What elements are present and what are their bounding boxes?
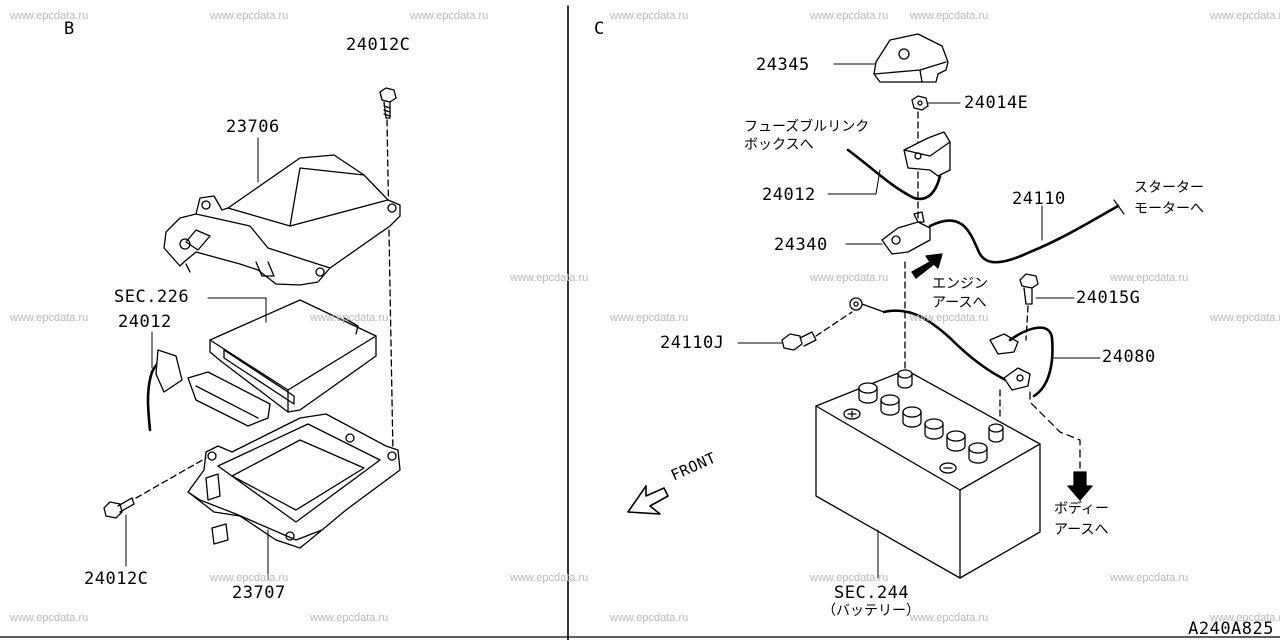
label-body-2: アースへ <box>1054 522 1109 538</box>
watermark: www.epcdata.ru <box>810 10 889 22</box>
watermark: www.epcdata.ru <box>610 312 689 324</box>
label-sec244: SEC.244 <box>834 583 910 603</box>
label-harness: 24012 <box>762 185 816 205</box>
watermark: www.epcdata.ru <box>210 10 289 22</box>
cable-24110 <box>928 204 1120 264</box>
label-terminal: 24340 <box>774 235 828 255</box>
label-body-1: ボディー <box>1054 501 1110 517</box>
bolt-axis-b2 <box>135 457 207 499</box>
watermark: www.epcdata.ru <box>510 272 589 284</box>
bolt-axis-b <box>386 119 394 456</box>
label-bracket: 23707 <box>232 583 286 603</box>
watermark: www.epcdata.ru <box>1210 10 1280 22</box>
watermark: www.epcdata.ru <box>10 612 89 624</box>
label-bolt: 24015G <box>1076 288 1141 308</box>
bolt-24015g-axis <box>1025 305 1029 341</box>
ecm-bracket-23707 <box>187 413 401 549</box>
watermark: www.epcdata.ru <box>910 612 989 624</box>
label-nut: 24014E <box>964 93 1029 113</box>
watermark: www.epcdata.ru <box>910 10 989 22</box>
watermark: www.epcdata.ru <box>1110 572 1189 584</box>
label-cable-j: 24110J <box>660 333 725 353</box>
watermark: www.epcdata.ru <box>310 612 389 624</box>
terminal-cover-24345 <box>873 33 949 83</box>
ground-cable <box>849 297 1012 384</box>
watermark: www.epcdata.ru <box>10 312 89 324</box>
watermark: www.epcdata.ru <box>910 312 989 324</box>
label-terminal-cover: 24345 <box>756 55 810 75</box>
watermark: www.epcdata.ru <box>610 10 689 22</box>
watermark: www.epcdata.ru <box>510 572 589 584</box>
ground-bolt-axis <box>815 311 853 337</box>
bolt-24015g <box>1019 273 1039 305</box>
diagram-code: A240A825 <box>1188 619 1274 639</box>
harness-terminal-24012 <box>846 131 951 201</box>
battery-caps <box>858 382 988 464</box>
body-ground-arrow <box>1067 471 1093 501</box>
panel-b-letter: B <box>64 19 75 39</box>
label-harness: 24012 <box>118 312 172 332</box>
engine-ground-arrow <box>911 253 943 279</box>
watermark: www.epcdata.ru <box>610 612 689 624</box>
label-fusible-link-2: ボックスへ <box>744 137 814 153</box>
bolt-24110j <box>781 331 817 351</box>
watermark: www.epcdata.ru <box>1210 312 1280 324</box>
front-arrow <box>627 485 669 515</box>
watermark: www.epcdata.ru <box>810 572 889 584</box>
nut-24014e <box>911 95 929 111</box>
ecm-unit <box>209 299 377 413</box>
watermark: www.epcdata.ru <box>1210 612 1280 624</box>
panel-c-letter: C <box>594 19 605 39</box>
label-starter-1: スターター <box>1134 180 1204 196</box>
watermark: www.epcdata.ru <box>210 572 289 584</box>
label-engine-2: アースへ <box>932 295 987 311</box>
battery-sec244 <box>815 369 1041 579</box>
label-bolt-top: 24012C <box>346 35 411 55</box>
leaders-b <box>125 137 269 581</box>
watermark: www.epcdata.ru <box>1110 272 1189 284</box>
harness-connector-24012 <box>146 349 271 432</box>
label-sec226: SEC.226 <box>114 287 190 307</box>
battery-terminal-24340 <box>881 211 931 255</box>
label-ground-cable: 24080 <box>1102 347 1156 367</box>
watermark: www.epcdata.ru <box>310 312 389 324</box>
label-bolt-bottom: 24012C <box>84 569 149 589</box>
watermark: www.epcdata.ru <box>10 10 89 22</box>
label-engine-1: エンジン <box>932 276 988 292</box>
body-ground-path <box>1029 391 1081 469</box>
cable-24110-cut <box>1113 199 1125 215</box>
label-cover: 23706 <box>226 117 280 137</box>
ground-cable-24080 <box>989 326 1054 398</box>
label-starter-2: モーターへ <box>1134 201 1204 217</box>
label-fusible-link-1: フューズブルリンク <box>744 119 870 135</box>
bolt-24012c-top <box>379 87 397 119</box>
leaders-c <box>737 63 1101 579</box>
label-cable: 24110 <box>1012 189 1066 209</box>
watermark: www.epcdata.ru <box>810 272 889 284</box>
watermark: www.epcdata.ru <box>410 10 489 22</box>
ecm-cover-23706 <box>163 154 401 286</box>
bolt-24012c-bottom <box>103 497 135 519</box>
label-battery: （バッテリー） <box>822 603 920 619</box>
